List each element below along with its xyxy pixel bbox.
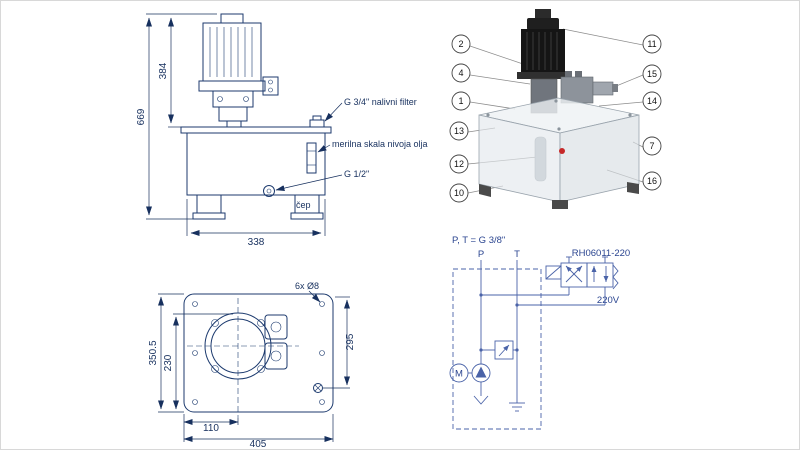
ports-note: P, T = G 3/8" xyxy=(452,235,505,246)
callout-2-label: 2 xyxy=(458,39,463,49)
callout-1: 1 xyxy=(451,91,471,111)
motor-3d xyxy=(521,29,565,73)
motor-flange-circle xyxy=(204,312,272,380)
callout-7: 7 xyxy=(642,136,662,156)
valve-top-view xyxy=(264,314,288,370)
callout-10: 10 xyxy=(449,183,469,203)
tank-return-symbol xyxy=(509,402,525,412)
hydraulic-schematic: P, T = G 3/8" P T RH06011-220 220V xyxy=(449,235,630,430)
dim-top-height: 350.5 xyxy=(148,340,159,365)
callout-15-label: 15 xyxy=(647,69,657,79)
motor-front xyxy=(198,13,279,127)
motor-fins xyxy=(209,27,253,77)
callout-15: 15 xyxy=(642,64,662,84)
port-hole-top xyxy=(313,383,323,393)
callout-11: 11 xyxy=(642,34,662,54)
drain-port xyxy=(263,185,275,197)
valve-model-label: RH06011-220 xyxy=(572,248,630,259)
motor-symbol-label: M xyxy=(455,369,463,380)
schematic-piping xyxy=(479,260,605,403)
mounting-holes xyxy=(192,301,325,405)
callout-7-label: 7 xyxy=(649,141,654,151)
spring-symbol xyxy=(612,264,619,290)
holes-label: 6x Ø8 xyxy=(295,281,319,291)
callout-12-label: 12 xyxy=(454,159,464,169)
dim-tank-width: 338 xyxy=(248,237,265,248)
dim-center-width: 110 xyxy=(203,423,219,434)
top-view-dimensions: 350.5 230 295 110 405 6x Ø8 xyxy=(148,281,356,450)
callout-11-label: 11 xyxy=(647,39,656,49)
pump-triangle xyxy=(475,366,487,378)
power-unit-boundary xyxy=(452,268,542,430)
dim-top-width: 405 xyxy=(250,439,267,450)
callout-14: 14 xyxy=(642,91,662,111)
port-label: G 1/2" xyxy=(344,169,369,179)
valve-block-3d xyxy=(560,76,594,104)
callout-13-label: 13 xyxy=(454,126,464,136)
callout-13: 13 xyxy=(449,121,469,141)
solenoid-symbol xyxy=(545,265,562,280)
top-view-drawing: 350.5 230 295 110 405 6x Ø8 xyxy=(148,281,356,450)
relief-valve-symbol xyxy=(481,340,517,360)
filler-cap xyxy=(309,119,325,128)
power-unit-3d xyxy=(478,9,640,209)
motor-fins-3d xyxy=(526,32,558,70)
directional-valve-symbol xyxy=(545,256,619,305)
callout-10-label: 10 xyxy=(454,188,464,198)
tank-front xyxy=(180,115,332,220)
dim-motor-height: 384 xyxy=(158,62,169,79)
front-view-labels: G 3/4" nalivni filter merilna skala nivo… xyxy=(275,97,428,210)
callout-12: 12 xyxy=(449,154,469,174)
dim-center-height: 230 xyxy=(163,354,174,371)
callout-4-label: 4 xyxy=(458,68,463,78)
plug-label: čep xyxy=(296,200,311,210)
solenoid-3d xyxy=(592,81,614,96)
front-view-drawing: 669 384 338 G 3/4" nalivni filter meriln… xyxy=(136,13,428,248)
port-t-label: T xyxy=(514,249,520,260)
dim-right-height: 295 xyxy=(345,333,356,350)
voltage-label: 220V xyxy=(597,295,620,306)
suction-strainer-symbol xyxy=(473,395,489,405)
tank-top-outline xyxy=(183,293,334,413)
callout-14-label: 14 xyxy=(647,96,657,106)
callout-2: 2 xyxy=(451,34,471,54)
motor-pump-symbol: M xyxy=(449,363,491,405)
callout-4: 4 xyxy=(451,63,471,83)
drain-plug-3d xyxy=(559,148,565,154)
callout-16-label: 16 xyxy=(647,176,657,186)
isometric-view: 2 4 1 13 12 10 11 15 14 7 16 xyxy=(449,9,662,209)
filler-label: G 3/4" nalivni filter xyxy=(344,97,417,107)
callout-1-label: 1 xyxy=(458,96,463,106)
port-p-label: P xyxy=(478,249,484,260)
oil-level-gauge xyxy=(306,142,317,174)
gauge-label: merilna skala nivoja olja xyxy=(332,139,428,149)
motor-cap-3d xyxy=(535,9,551,19)
front-view-dimensions: 669 384 338 xyxy=(136,13,326,248)
callout-16: 16 xyxy=(642,171,662,191)
dim-total-height: 669 xyxy=(136,108,147,125)
